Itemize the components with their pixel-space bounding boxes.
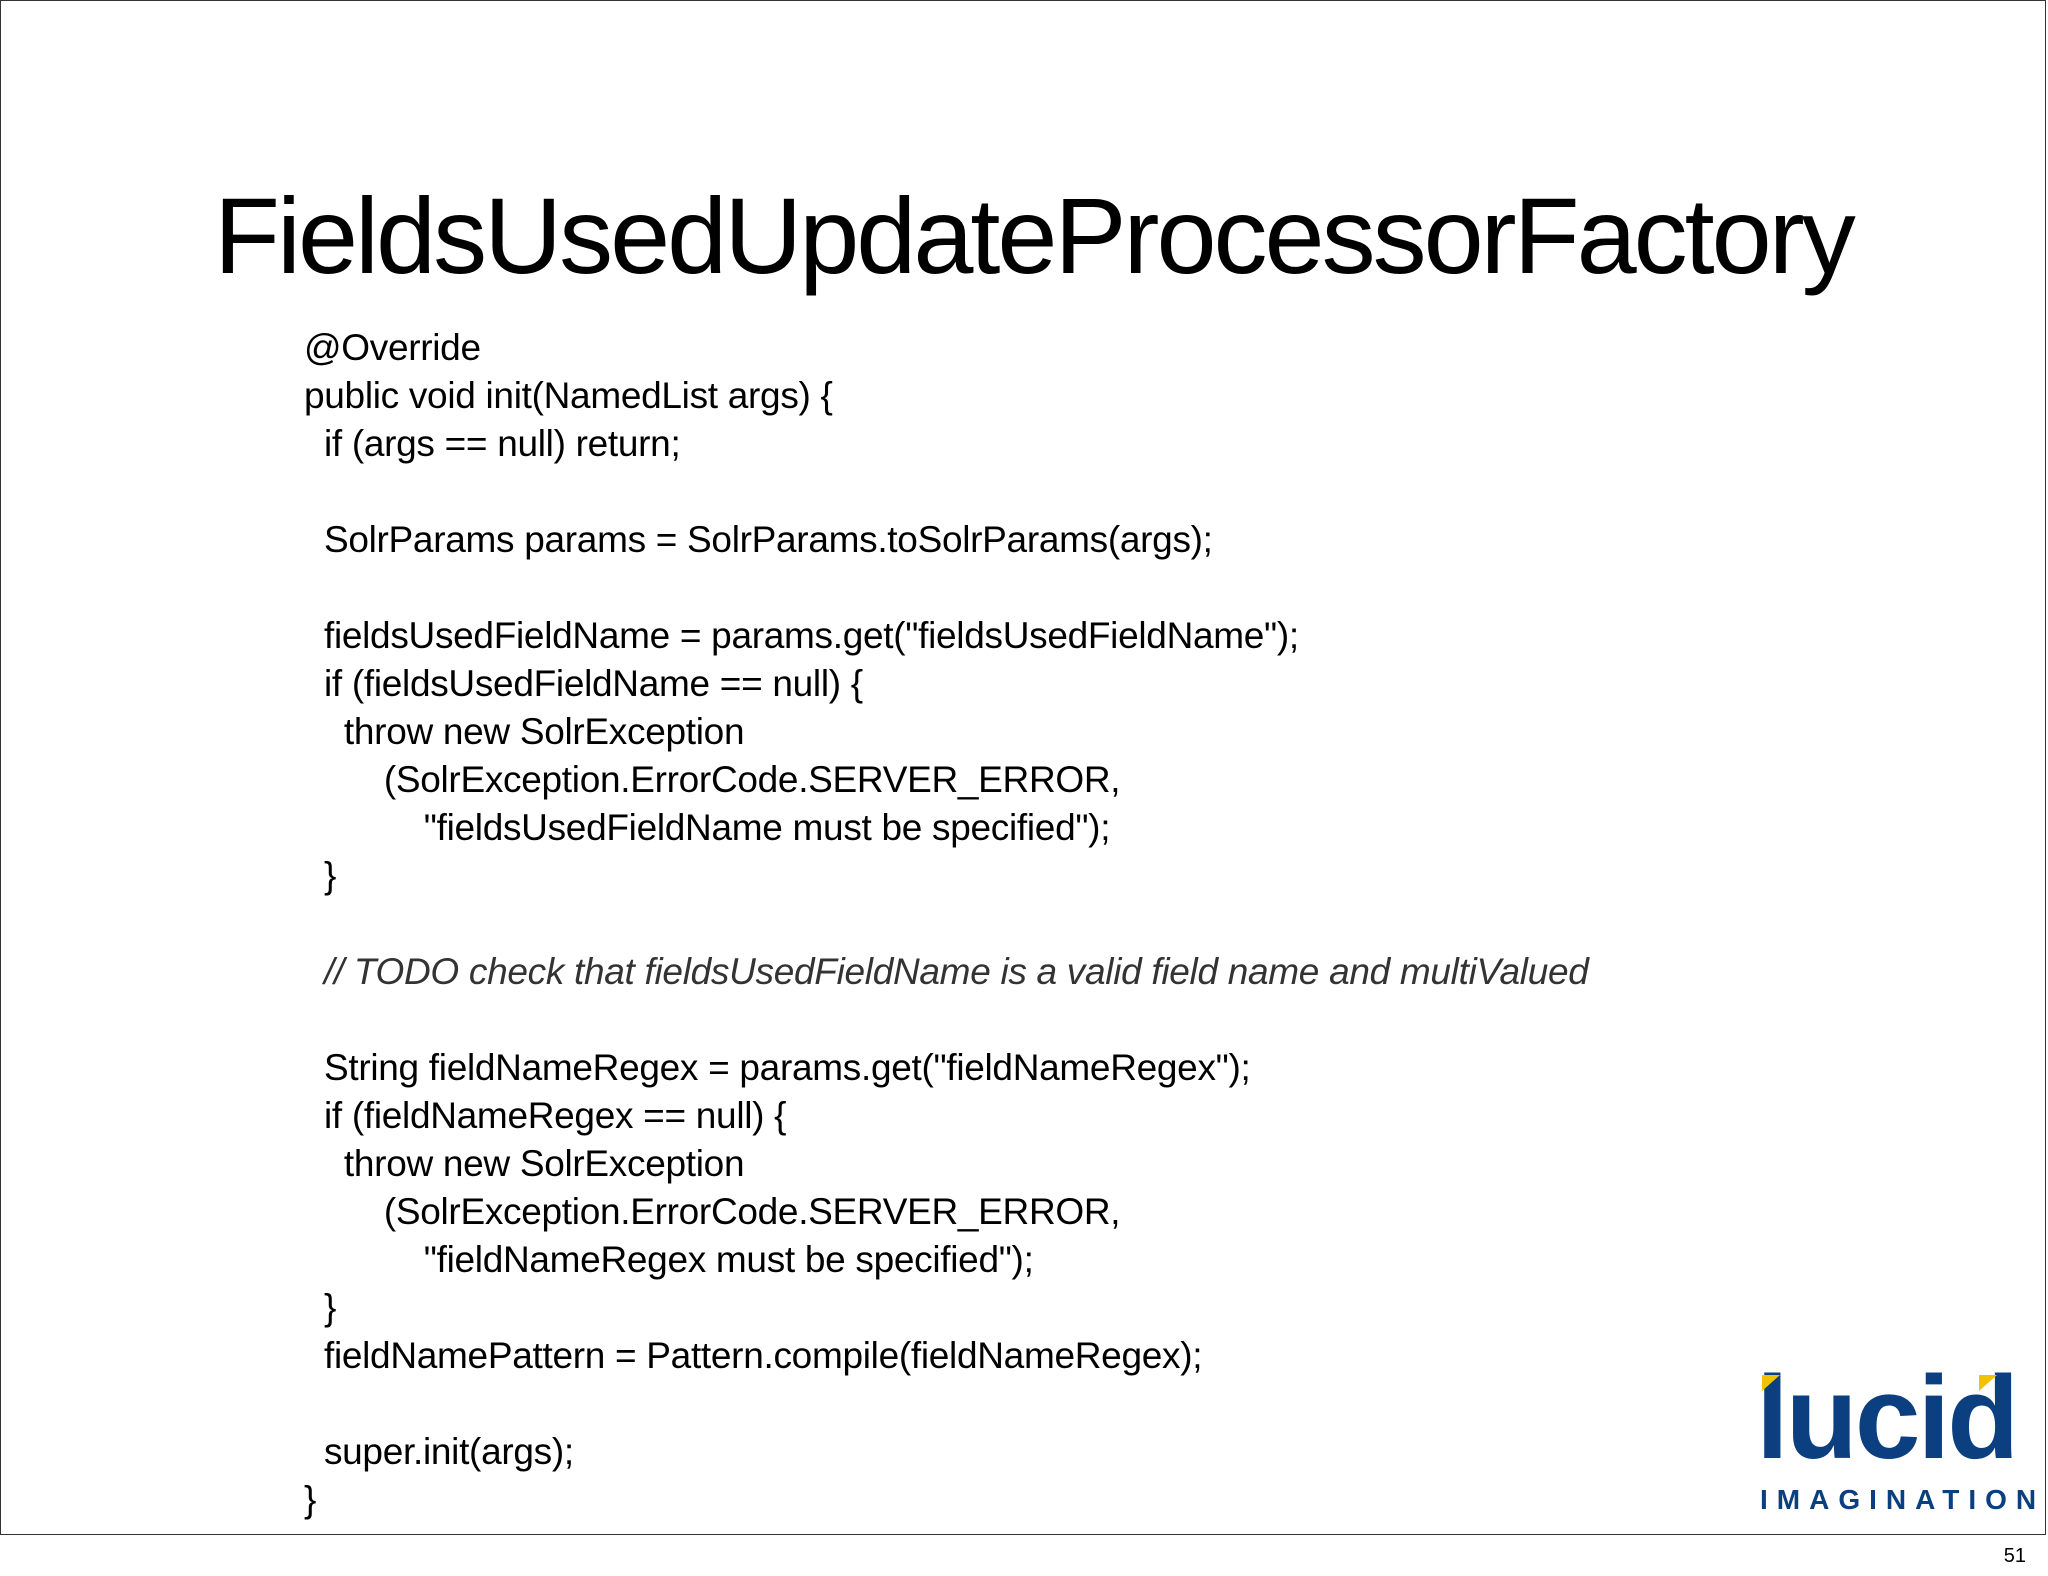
code-line: @Override xyxy=(304,327,481,368)
code-line: fieldsUsedFieldName = params.get("fields… xyxy=(304,615,1299,656)
logo-accent-mark xyxy=(1979,1375,1997,1391)
code-line: public void init(NamedList args) { xyxy=(304,375,833,416)
logo-subtitle: IMAGINATION xyxy=(1760,1484,2046,1515)
code-comment-line: // TODO check that fieldsUsedFieldName i… xyxy=(304,951,1589,992)
code-line: throw new SolrException xyxy=(304,1143,745,1184)
logo-accent-mark xyxy=(1762,1375,1780,1391)
code-line: } xyxy=(304,1287,337,1328)
logo-wordmark: lucid xyxy=(1756,1352,2019,1484)
slide: FieldsUsedUpdateProcessorFactory @Overri… xyxy=(0,0,2046,1535)
code-line: (SolrException.ErrorCode.SERVER_ERROR, xyxy=(304,759,1121,800)
code-line xyxy=(304,900,1589,948)
code-line: } xyxy=(304,1479,317,1520)
code-line xyxy=(304,564,1589,612)
code-line xyxy=(304,1380,1589,1428)
code-line: "fieldNameRegex must be specified"); xyxy=(304,1239,1034,1280)
lucid-imagination-logo: lucid IMAGINATION xyxy=(1756,1353,2036,1521)
code-block: @Override public void init(NamedList args… xyxy=(304,324,1589,1524)
code-line: "fieldsUsedFieldName must be specified")… xyxy=(304,807,1111,848)
code-line: if (args == null) return; xyxy=(304,423,681,464)
code-line: super.init(args); xyxy=(304,1431,574,1472)
code-line: fieldNamePattern = Pattern.compile(field… xyxy=(304,1335,1203,1376)
code-line: String fieldNameRegex = params.get("fiel… xyxy=(304,1047,1251,1088)
code-line: (SolrException.ErrorCode.SERVER_ERROR, xyxy=(304,1191,1121,1232)
code-line: if (fieldsUsedFieldName == null) { xyxy=(304,663,863,704)
page-number: 51 xyxy=(2003,1545,2026,1567)
code-line xyxy=(304,468,1589,516)
code-line: throw new SolrException xyxy=(304,711,745,752)
code-line: } xyxy=(304,855,337,896)
slide-title: FieldsUsedUpdateProcessorFactory xyxy=(214,175,1856,296)
code-line: if (fieldNameRegex == null) { xyxy=(304,1095,787,1136)
code-line xyxy=(304,996,1589,1044)
code-line: SolrParams params = SolrParams.toSolrPar… xyxy=(304,519,1213,560)
